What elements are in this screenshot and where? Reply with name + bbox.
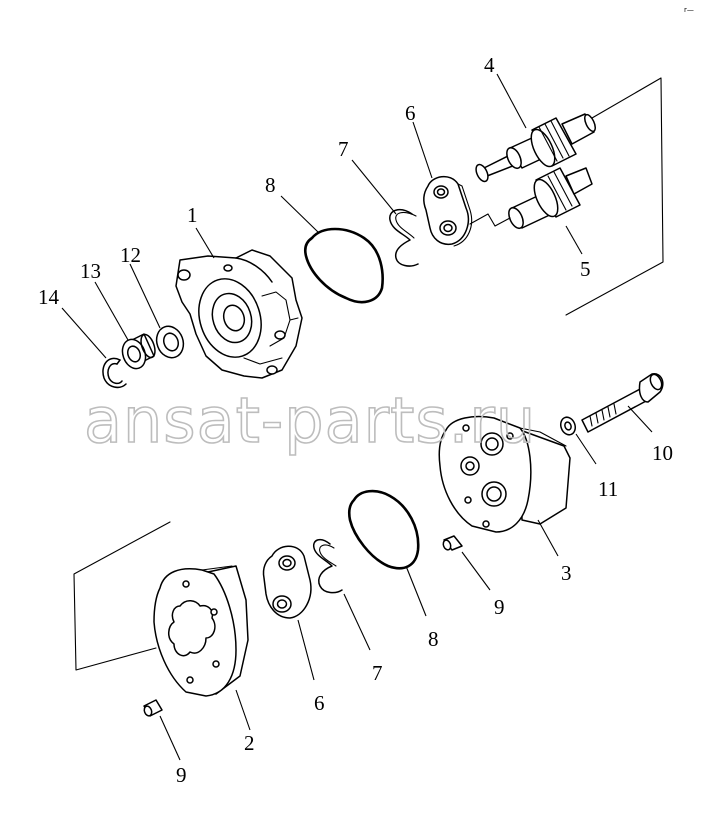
callout-11: 11 <box>598 477 618 501</box>
part-6-bushing-plate-upper <box>423 175 473 247</box>
part-14-snap-ring <box>102 357 127 389</box>
callout-12: 12 <box>120 243 141 267</box>
part-6-bushing-plate-lower <box>262 545 312 619</box>
callout-10: 10 <box>652 441 673 465</box>
callout-6-lower: 6 <box>314 691 325 715</box>
upper-bracket <box>565 77 664 316</box>
callout-6-upper: 6 <box>405 101 416 125</box>
callout-4: 4 <box>484 53 495 77</box>
part-4-drive-gear-shaft <box>475 113 597 183</box>
callout-2: 2 <box>244 731 255 755</box>
watermark-text: ansat-parts.ru <box>84 384 536 457</box>
part-11-washer <box>559 416 577 436</box>
part-8-o-ring-lower <box>347 489 420 570</box>
part-9-dowel-pin-left <box>143 699 163 717</box>
part-8-o-ring-upper <box>303 227 384 304</box>
callout-7-upper: 7 <box>338 137 349 161</box>
part-9-dowel-pin-right <box>442 535 463 551</box>
callout-9-left: 9 <box>176 763 187 787</box>
part-7-seal-lower <box>312 538 343 594</box>
callout-9-right: 9 <box>494 595 505 619</box>
connector-line <box>469 213 511 227</box>
part-5-driven-gear <box>508 167 593 230</box>
part-1-front-cover <box>175 249 303 379</box>
part-2-gear-housing <box>153 565 249 697</box>
part-13-bearing <box>121 333 156 370</box>
leader-lines <box>61 73 653 761</box>
callout-1: 1 <box>187 203 198 227</box>
callout-labels: 1 2 3 4 5 6 6 7 7 8 8 9 9 10 11 12 13 14 <box>38 53 673 787</box>
callout-5: 5 <box>580 257 591 281</box>
callout-8-upper: 8 <box>265 173 276 197</box>
callout-13: 13 <box>80 259 101 283</box>
callout-8-lower: 8 <box>428 627 439 651</box>
part-7-seal-upper <box>389 209 419 267</box>
part-10-bolt <box>581 373 664 433</box>
corner-mark: r— <box>684 6 694 14</box>
callout-7-lower: 7 <box>372 661 383 685</box>
callout-3: 3 <box>561 561 572 585</box>
part-12-washer <box>155 325 185 359</box>
part-3-rear-cover <box>438 415 571 533</box>
callout-14: 14 <box>38 285 60 309</box>
lower-bracket <box>73 521 171 671</box>
